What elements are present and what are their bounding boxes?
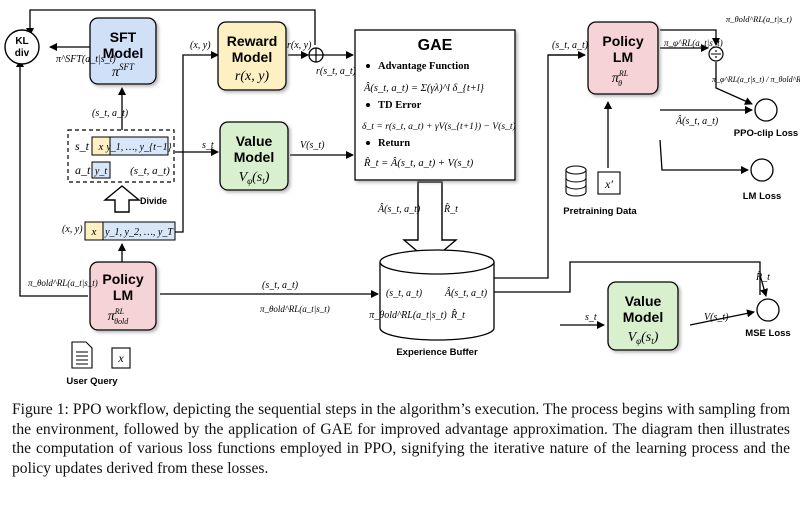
gae-item-3-formula: R̂_t = Â(s_t, a_t) + V(s_t) (363, 156, 474, 169)
edge-st-value: s_t (202, 140, 214, 151)
divide-arrow (103, 185, 141, 213)
edge-pi-theta: π_φ^RL(a_t|s_t) (664, 38, 723, 48)
box-title-line-2: LM (613, 49, 633, 65)
gae-item-2-formula: δ_t = r(s_t, a_t) + γV(s_{t+1}) − V(s_t) (362, 121, 516, 132)
svg-text:Vφ(st): Vφ(st) (239, 170, 270, 186)
ppo-clip-loss-label: PPO-clip Loss (734, 128, 798, 139)
ppo-workflow-diagram: KL div SFT Model πSFT Reward Model r(x, … (4, 9, 800, 387)
box-title-line-2: Model (234, 149, 274, 165)
document-icon (71, 341, 93, 369)
experience-buffer: (s_t, a_t) Â(s_t, a_t) π_θold^RL(a_t|s_t… (369, 249, 495, 358)
buffer-entry-1: (s_t, a_t) (386, 288, 423, 299)
edge-labels: π^SFT(a_t|s_t) (s_t, a_t) (x, y) r(x, y)… (28, 14, 800, 323)
state-row-label: s_t (75, 139, 90, 153)
buffer-entry-3: π_θold^RL(a_t|s_t) (369, 310, 447, 321)
box-title-line-1: Value (236, 133, 273, 149)
edge-st-at-policy: (s_t, a_t) (552, 40, 589, 51)
box-title-line-1: Value (625, 293, 662, 309)
gae-item-1-formula: Â(s_t, a_t) = Σ(γλ)^l δ_{t+l} (363, 82, 485, 94)
edge-reward-st: r(s_t, a_t) (316, 66, 357, 77)
edge-v-out-bottom: V(s_t) (704, 312, 729, 323)
token-state-action: (s_t, a_t) (130, 165, 170, 177)
gae-box: GAE Advantage Function Â(s_t, a_t) = Σ(γ… (354, 29, 516, 181)
edge-ratio: π_φ^RL(a_t|s_t) / π_θold^RL(a_t|s_t) (712, 75, 800, 84)
value-model-top-box: Value Model Vφ(st) (219, 121, 289, 191)
divide-label: Divide (140, 196, 167, 206)
edge-reward-out: r(x, y) (287, 40, 312, 51)
gae-item-3-head: Return (378, 138, 410, 149)
user-query-x: x (117, 351, 124, 365)
pretraining-label: Pretraining Data (563, 206, 637, 217)
edge-xy-top: (x, y) (190, 40, 211, 51)
value-model-bottom-box: Value Model Vφ(st) (607, 281, 679, 351)
edge-ret-mse: R̂_t (755, 270, 770, 283)
reward-formula: r(x, y) (235, 69, 270, 84)
edge-adv-policy: Â(s_t, a_t) (675, 115, 719, 127)
edge-v-out: V(s_t) (300, 140, 325, 151)
token-divide-box: s_t x y_1, …, y_{t−1} a_t y_t (s_t, a_t) (67, 129, 175, 183)
action-row-label: a_t (75, 163, 91, 177)
edge-pi-old-ratio: π_θold^RL(a_t|s_t) (726, 14, 792, 24)
edge-pi-sft: π^SFT(a_t|s_t) (56, 54, 116, 65)
gae-item-2-head: TD Error (378, 100, 422, 111)
box-title-line-1: KL (15, 36, 28, 47)
box-title-line-2: Model (232, 49, 272, 65)
edge-st-at-buffer: (s_t, a_t) (262, 280, 299, 291)
kl-div-node: KL div (4, 29, 40, 65)
edge-pi-old-left: π_θold^RL(a_t|s_t) (28, 278, 98, 288)
box-title-line-2: LM (113, 287, 133, 303)
box-title-line-1: SFT (110, 29, 137, 45)
buffer-entry-2: Â(s_t, a_t) (444, 287, 488, 299)
svg-text:Vφ(st): Vφ(st) (628, 330, 659, 346)
pretraining-x-prime: x′ (604, 177, 613, 191)
user-query-label: User Query (66, 376, 118, 387)
gae-title: GAE (418, 37, 453, 54)
edge-adv-gae: Â(s_t, a_t) (377, 203, 421, 215)
mse-loss-label: MSE Loss (745, 328, 790, 339)
buffer-entry-4: R̂_t (450, 308, 465, 321)
state-tokens: y_1, …, y_{t−1} (105, 142, 171, 153)
action-token: y_t (94, 166, 107, 177)
response-x-token: x (91, 226, 97, 238)
sft-model-box: SFT Model πSFT (89, 17, 157, 85)
state-x-token: x (98, 141, 104, 153)
edge-xy-response: (x, y) (62, 224, 83, 235)
sum-node (308, 47, 324, 63)
reward-model-box: Reward Model r(x, y) (217, 21, 287, 91)
edge-st-at-sft: (s_t, a_t) (92, 108, 129, 119)
lm-loss-label: LM Loss (743, 191, 782, 202)
figure-caption: Figure 1: PPO workflow, depicting the se… (12, 401, 790, 477)
edge-st-value-bottom: s_t (585, 312, 597, 323)
pretraining-data: x′ Pretraining Data (563, 165, 637, 217)
ratio-node (708, 46, 724, 62)
edge-ret-gae: R̂_t (443, 202, 458, 215)
response-tokens: x y_1, y_2, …, y_T (84, 221, 176, 241)
connectors (16, 9, 768, 329)
loss-nodes: PPO-clip Loss LM Loss MSE Loss (734, 98, 798, 339)
box-title-line-2: div (15, 48, 30, 59)
box-title-line-1: Policy (602, 33, 643, 49)
user-query: x User Query (66, 341, 131, 387)
box-title-line-1: Reward (227, 33, 278, 49)
box-title-line-2: Model (103, 45, 143, 61)
buffer-label: Experience Buffer (396, 347, 478, 358)
gae-item-1-head: Advantage Function (378, 61, 469, 72)
edge-pi-old-buffer: π_θold^RL(a_t|s_t) (260, 304, 330, 314)
box-title-line-2: Model (623, 309, 663, 325)
box-title-line-1: Policy (102, 271, 143, 287)
response-y-tokens: y_1, y_2, …, y_T (104, 227, 174, 238)
database-icon (565, 170, 587, 197)
